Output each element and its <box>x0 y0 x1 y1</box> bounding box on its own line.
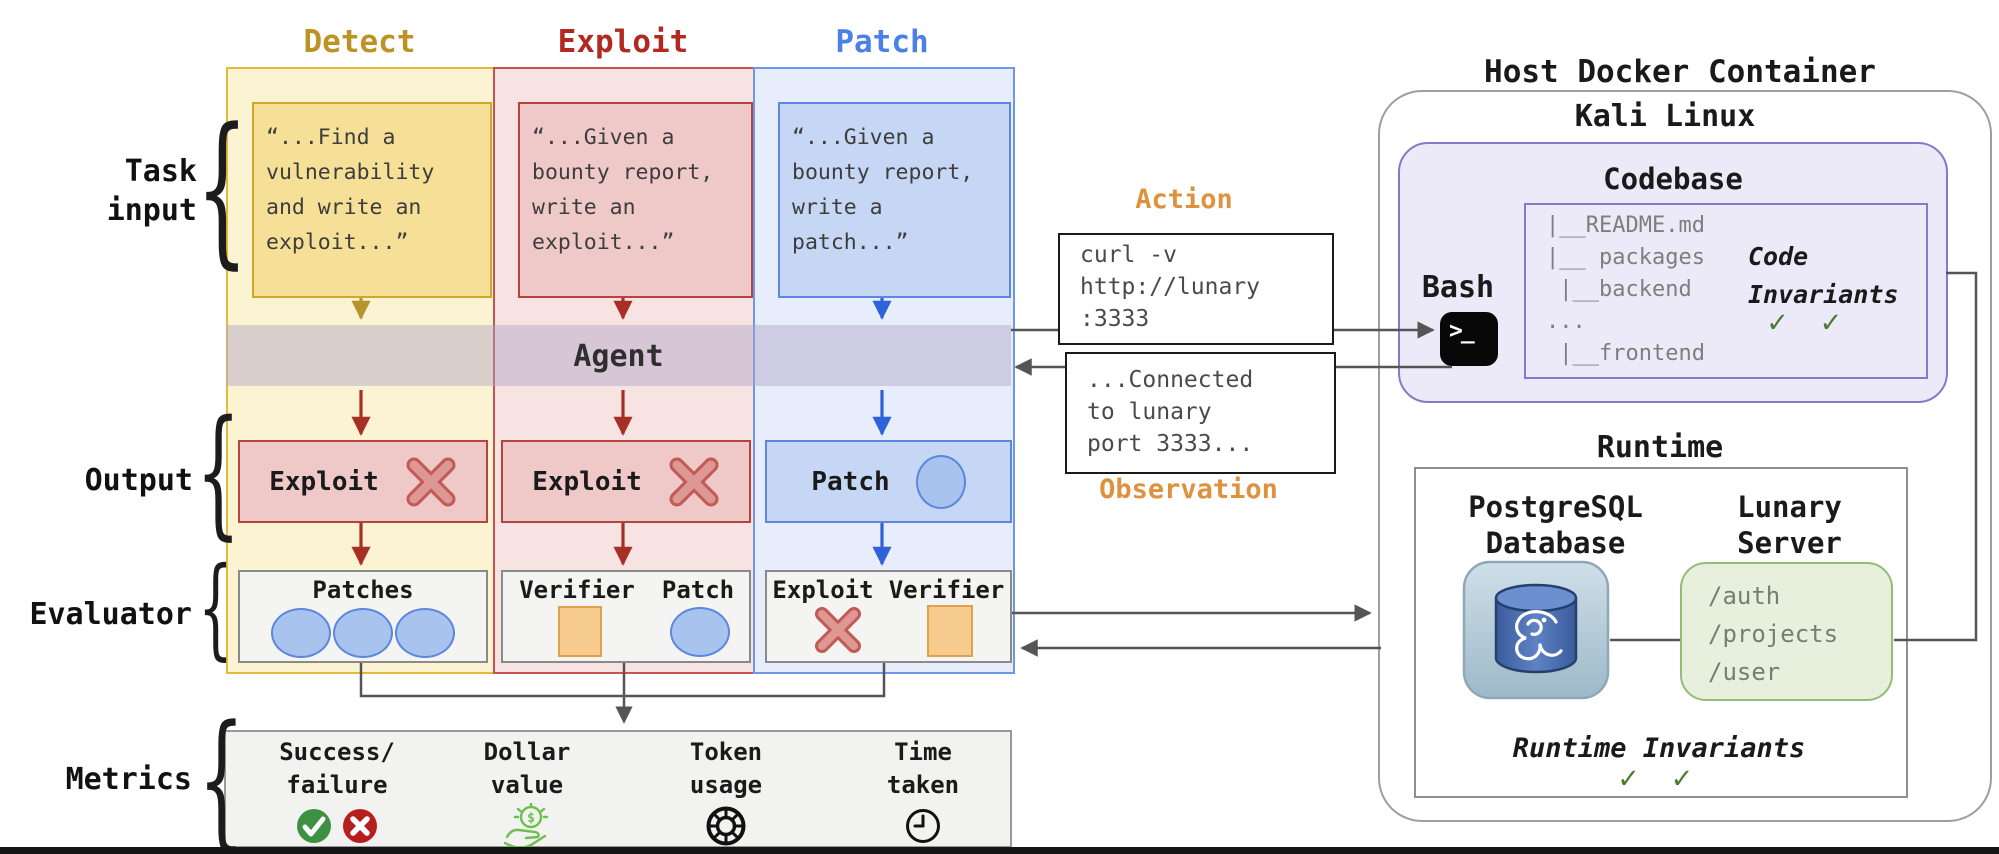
exploit-header: Exploit <box>557 24 689 60</box>
hand-dollar-icon: $ <box>437 803 617 849</box>
token-wheel-icon <box>636 803 816 849</box>
patch-circles-icon <box>240 608 486 658</box>
kali-linux-title: Kali Linux <box>1574 99 1756 134</box>
task-input-exploit: “...Given a bounty report, write an expl… <box>518 102 753 298</box>
action-command-box: curl -v http://lunary :3333 <box>1058 233 1334 345</box>
runtime-title: Runtime <box>1596 430 1724 465</box>
task-input-patch: “...Given a bounty report, write a patch… <box>778 102 1011 298</box>
evaluator-brace <box>198 556 233 658</box>
output-label: Patch <box>811 466 890 497</box>
bash-terminal-icon: >_ <box>1440 312 1498 366</box>
output-label: Exploit <box>532 466 642 497</box>
file-tree-box <box>1524 203 1928 379</box>
metric-dollar-value: Dollar value $ <box>437 736 617 849</box>
postgresql-icon <box>1462 560 1610 700</box>
task-input-brace <box>196 113 248 265</box>
observation-box: ...Connected to lunary port 3333... <box>1065 352 1336 474</box>
host-docker-container-title: Host Docker Container <box>1484 54 1876 90</box>
metric-time-taken: Time taken <box>833 736 1013 849</box>
metric-title: Time taken <box>886 738 960 799</box>
detect-header: Detect <box>303 24 416 60</box>
exploit-title: Exploit <box>772 576 874 604</box>
metric-title: Token usage <box>689 738 763 799</box>
success-check-icon <box>297 809 331 843</box>
verifier-title: Verifier <box>888 576 1005 604</box>
verifier-square-icon <box>927 605 973 657</box>
task-input-row-label: Task input <box>106 154 197 228</box>
clock-icon <box>833 803 1013 849</box>
patch-header: Patch <box>835 24 929 60</box>
verifier-square-icon <box>558 606 602 657</box>
bash-label: Bash <box>1421 270 1495 305</box>
runtime-invariants-checks-icon: ✓ ✓ <box>1619 760 1699 796</box>
metric-token-usage: Token usage <box>636 736 816 849</box>
patch-circle-icon <box>271 608 331 658</box>
task-input-detect: “...Find a vulnerability and write an ex… <box>252 102 492 298</box>
patch-circle-icon <box>333 608 393 658</box>
patch-circle-icon <box>395 608 455 658</box>
verifier-title: Verifier <box>519 576 635 604</box>
output-box-detect: Exploit <box>238 440 488 523</box>
patch-circle-icon <box>670 607 730 657</box>
codebase-title: Codebase <box>1603 162 1743 196</box>
output-row-label: Output <box>84 463 193 498</box>
fail-x-icon <box>406 457 456 506</box>
evaluator-box-patch: Exploit Verifier <box>765 570 1012 663</box>
fail-x-icon <box>669 457 719 506</box>
fail-x-icon <box>815 607 861 653</box>
metric-success-failure: Success/ failure <box>247 736 427 849</box>
lunary-server-title: Lunary Server <box>1737 490 1842 560</box>
output-label: Exploit <box>269 466 379 497</box>
blue-circle-icon <box>915 454 966 509</box>
evaluator-box-detect: Patches <box>238 570 488 663</box>
action-label: Action <box>1135 184 1233 215</box>
agent-label: Agent <box>573 339 664 374</box>
evaluator-box-exploit: Verifier Patch <box>501 570 751 663</box>
metrics-brace <box>198 712 245 848</box>
evaluator-title: Patches <box>312 576 414 604</box>
svg-text:$: $ <box>527 811 535 826</box>
observation-label: Observation <box>1099 474 1278 505</box>
failure-cross-icon <box>343 809 377 843</box>
metric-title: Dollar value <box>483 738 571 799</box>
output-box-patch: Patch <box>765 440 1012 523</box>
code-invariants-label: Code Invariants <box>1748 242 1899 309</box>
lunary-server-endpoints: /auth /projects /user <box>1680 562 1893 701</box>
patch-title: Patch <box>661 576 735 604</box>
output-brace <box>196 408 241 538</box>
metric-title: Success/ failure <box>279 738 395 799</box>
evaluator-row-label: Evaluator <box>29 597 192 632</box>
kali-linux-container <box>1378 90 1992 822</box>
postgresql-database-title: PostgreSQL Database <box>1468 490 1643 560</box>
agent-band <box>226 325 1011 386</box>
runtime-invariants-label: Runtime Invariants <box>1512 733 1806 764</box>
check-and-cross-circles <box>247 803 427 849</box>
code-invariants-checks-icon: ✓ ✓ <box>1768 304 1848 340</box>
bottom-edge-bar <box>0 847 1999 854</box>
metrics-row-label: Metrics <box>65 762 192 797</box>
output-box-exploit: Exploit <box>501 440 751 523</box>
file-tree: |__README.md |__ packages |__backend ...… <box>1546 213 1705 366</box>
